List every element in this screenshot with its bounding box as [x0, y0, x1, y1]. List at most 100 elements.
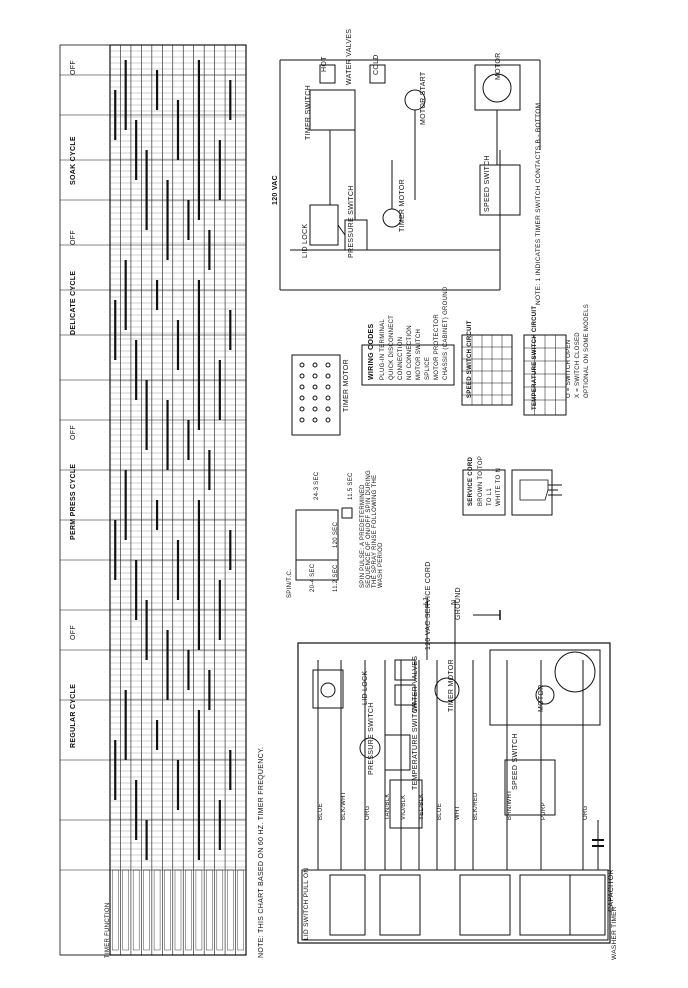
- wiring-pressure-switch: PRESSURE SWITCH: [368, 702, 375, 775]
- spin-value-5: 11.2 SEC: [333, 564, 339, 592]
- wire-label-12: ORG: [583, 805, 589, 820]
- wiring-temp-switch-box: [389, 779, 423, 829]
- legend-terminal-dot: [325, 384, 331, 390]
- wiring-timer-contact-box: [379, 874, 421, 936]
- legend-speed-table: [461, 334, 513, 406]
- wire-label-8: WHT: [455, 805, 461, 820]
- legend-timer-motor-box: [291, 354, 341, 436]
- legend-spin-box: [341, 507, 353, 519]
- wire-label-9: BLK/RED: [473, 792, 479, 820]
- wiring-n: N: [451, 599, 458, 605]
- schematic-hot-valve: [319, 64, 336, 84]
- chart-border: [109, 44, 247, 956]
- off-label-3: OFF: [70, 230, 77, 245]
- schematic-motor: MOTOR: [495, 52, 502, 80]
- chart-model-cell: [143, 869, 150, 951]
- wiring-speed-switch-box: [504, 759, 556, 816]
- schematic-lid-lock: LID LOCK: [302, 223, 309, 258]
- legend-switch-closed: X = SWITCH CLOSED: [575, 332, 581, 398]
- legend-item-5: MOTOR SWITCH: [416, 328, 422, 380]
- legend-item-2: QUICK DISCONNECT: [389, 314, 395, 380]
- off-label-1: OFF: [70, 625, 77, 640]
- cord-line-2: TO L1: [487, 487, 493, 506]
- schematic-hot: HOT: [321, 56, 328, 72]
- legend-item-7: MOTOR PROTECTOR: [434, 314, 440, 380]
- wiring-timer-contact-box: [569, 874, 606, 936]
- wiring-motor-start-switch: [535, 685, 555, 705]
- legend-temperature-switch-circuit: TEMPERATURE SWITCH CIRCUIT: [532, 305, 538, 410]
- wiring-hot-valve: [394, 659, 416, 681]
- spin-value-2: 120 SEC: [333, 521, 339, 548]
- legend-terminal-dot: [325, 362, 331, 368]
- schematic-speed-switch-box: [479, 164, 521, 216]
- cord-line-3: WHITE TO N: [496, 467, 502, 506]
- legend-item-6: SPLICE: [425, 356, 431, 380]
- schematic-cold-valve: [369, 64, 386, 84]
- legend-terminal-dot: [325, 417, 331, 423]
- wiring-temperature-switch: TEMPERATURE SWITCH: [412, 702, 419, 790]
- wiring-pressure-switch-dial: [359, 737, 381, 759]
- wire-label-11: PURP: [541, 802, 547, 820]
- wiring-lid-lock-box: [312, 669, 344, 709]
- schematic-voltage: 120 VAC: [272, 175, 279, 205]
- legend-cord-box: [462, 469, 506, 516]
- chart-model-cell: [237, 869, 244, 951]
- schematic-timer-switch-box: [309, 89, 356, 131]
- chart-model-cell: [132, 869, 140, 951]
- chart-model-cell: [216, 869, 224, 951]
- schematic-note: NOTE: 1 INDICATES TIMER SWITCH CONTACTS …: [535, 102, 542, 305]
- off-label-2: OFF: [70, 425, 77, 440]
- legend-terminal-dot: [299, 373, 305, 379]
- wire-label-3: ORG: [365, 805, 371, 820]
- schematic-speed-switch: SPEED SWITCH: [484, 155, 491, 212]
- chart-model-cell: [227, 869, 234, 951]
- off-label-4: OFF: [70, 60, 77, 75]
- wire-label-2: BLK/WHT: [341, 791, 347, 820]
- legend-art: [291, 334, 567, 581]
- spin-label: SPIN/T.C.: [287, 568, 293, 598]
- wiring-timer-housing: [301, 869, 609, 941]
- wiring-timer-contact-box: [459, 874, 511, 936]
- chart-footnote: NOTE: THIS CHART BASED ON 60 HZ. TIMER F…: [258, 746, 265, 958]
- legend-terminal-dot: [312, 417, 318, 423]
- wiring-service-cord: 120 VAC SERVICE CORD: [425, 561, 432, 650]
- legend-spin-graph: [295, 509, 339, 581]
- legend-wiring-codes: WIRING CODES: [368, 323, 375, 381]
- spin-value-4: 11.5 SEC: [348, 472, 354, 500]
- legend-plug-box: [511, 469, 553, 516]
- wiring-water-valves: WATER VALVES: [412, 655, 419, 712]
- wiring-l1: L1: [423, 596, 430, 605]
- wire-label-10: BRN/WHT: [507, 789, 513, 820]
- wiring-speed-switch: SPEED SWITCH: [512, 733, 519, 790]
- wiring-timer-contact-box: [519, 874, 571, 936]
- chart-model-cell: [153, 869, 161, 951]
- legend-speed-switch-circuit: SPEED SWITCH CIRCUIT: [467, 320, 473, 398]
- chart-model-cell: [164, 869, 171, 951]
- legend-terminal-dot: [325, 395, 331, 401]
- schematic-lid-lock-box: [309, 204, 339, 246]
- schematic-water-valves: WATER VALVES: [346, 28, 353, 85]
- wire-label-7: BLUE: [437, 803, 443, 820]
- cord-line-1: BROWN TO TOP: [478, 455, 484, 506]
- legend-terminal-dot: [325, 373, 331, 379]
- wiring-frame: [297, 642, 611, 944]
- wiring-pictorial: [297, 600, 611, 944]
- wire-label-6: YEL/BLK: [419, 793, 425, 820]
- chart-model-cell: [195, 869, 203, 951]
- chart-model-cell: [122, 869, 129, 951]
- wiring-lid-lock-coil: [320, 682, 336, 698]
- wiring-lid-lock: LID LOCK: [362, 670, 369, 705]
- timer-sequence-chart: [59, 44, 247, 956]
- chart-header-function: TIMER FUNCTION: [105, 902, 111, 958]
- legend-terminal-dot: [312, 362, 318, 368]
- chart-header-band: [59, 44, 111, 956]
- legend-terminal-dot: [299, 395, 305, 401]
- wire-label-1: BLUE: [318, 803, 324, 820]
- legend-terminal-dot: [299, 384, 305, 390]
- chart-model-cell: [112, 869, 119, 951]
- legend-codes-box: [361, 344, 455, 386]
- chart-model-cell: [185, 869, 192, 951]
- regular-cycle-label: REGULAR CYCLE: [70, 683, 77, 748]
- legend-plug-icon: [519, 479, 549, 501]
- delicate-cycle-label: DELICATE CYCLE: [70, 270, 77, 335]
